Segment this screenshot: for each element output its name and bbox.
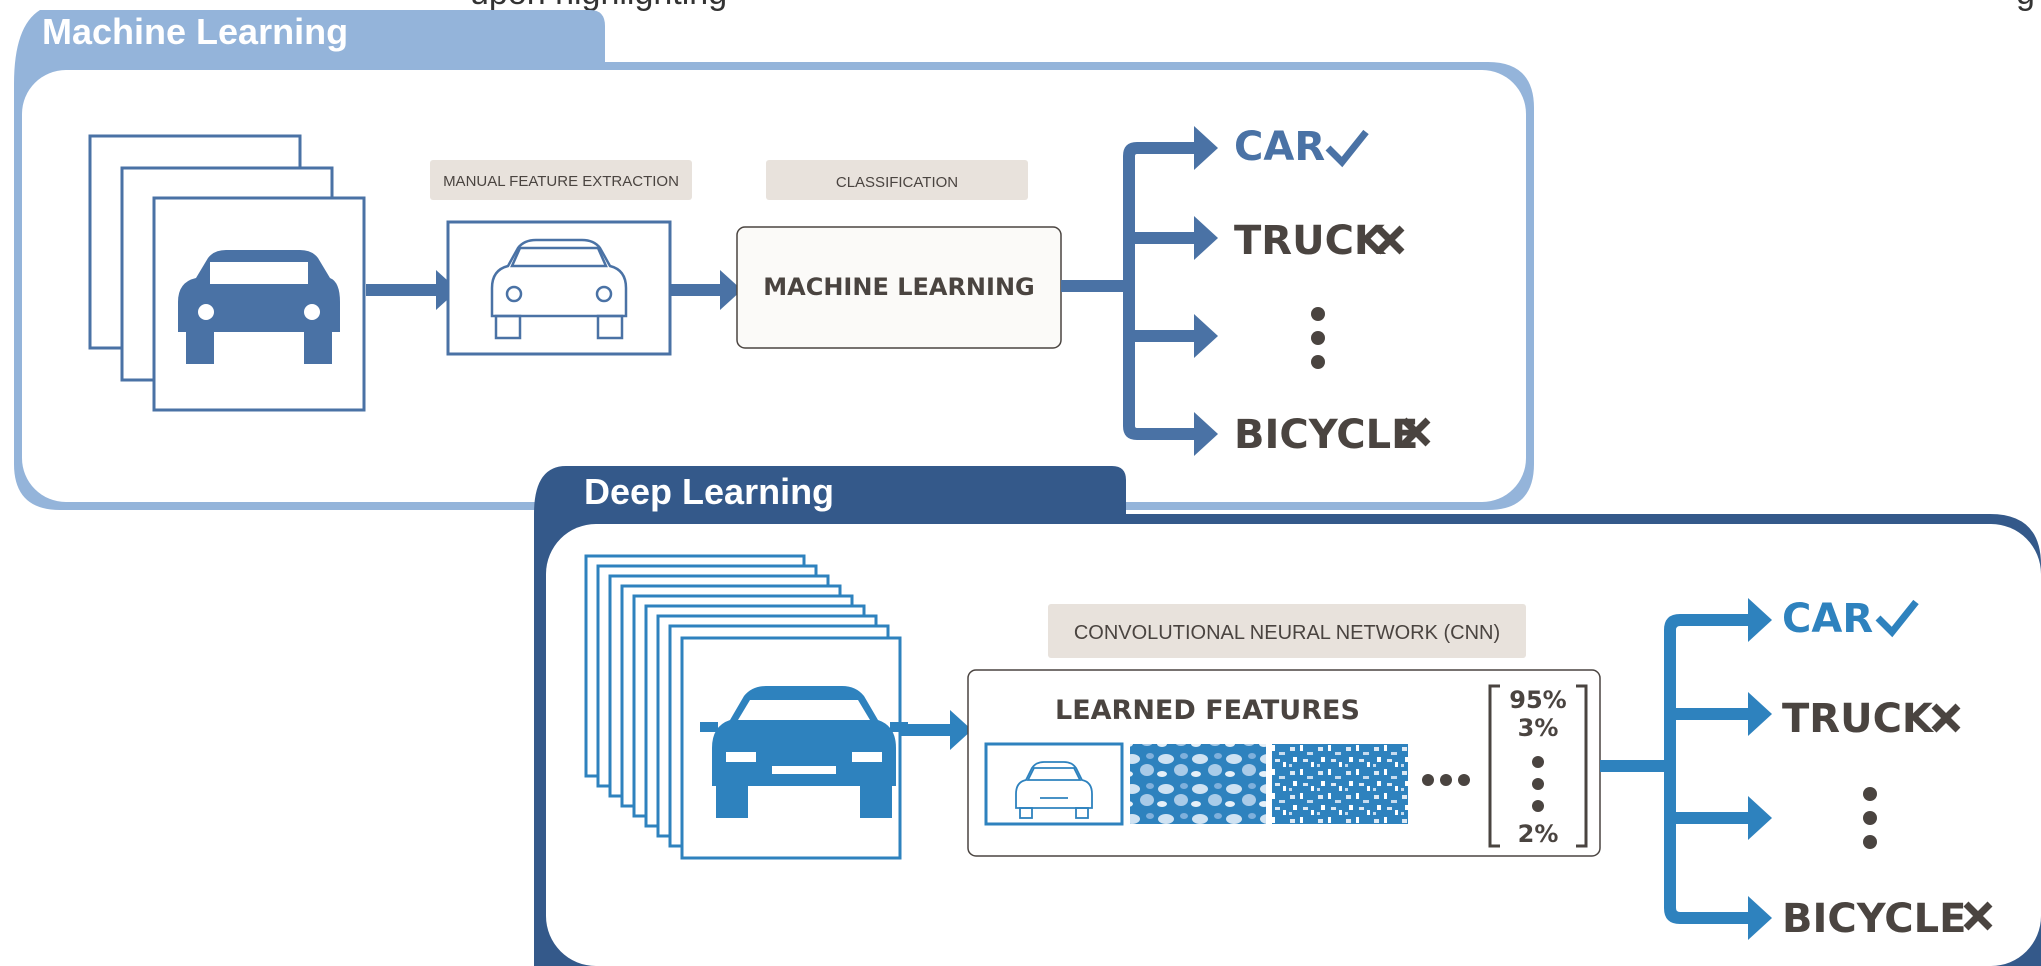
dl-output-arrowhead xyxy=(1748,598,1772,642)
dl-output-truck: TRUCK xyxy=(1782,696,1935,742)
ml-feature-label: MANUAL FEATURE EXTRACTION xyxy=(443,173,679,190)
cross-icon xyxy=(1401,417,1431,447)
right-bracket xyxy=(1576,684,1588,848)
ml-classification-label: CLASSIFICATION xyxy=(836,174,958,191)
dl-output-ellipsis xyxy=(1863,787,1877,849)
ml-output-arrowhead xyxy=(1194,412,1218,456)
dl-probability-ellipsis xyxy=(1532,756,1544,812)
dl-car-solid-icon xyxy=(700,686,908,818)
left-bracket xyxy=(1488,684,1500,848)
ml-feature-label-box xyxy=(430,160,692,200)
dl-cnn-label-box xyxy=(1048,604,1526,658)
ml-feature-box xyxy=(446,220,672,356)
dl-output-branches xyxy=(1600,598,1772,940)
ml-car-solid-icon xyxy=(178,250,340,364)
dl-output-bicycle: BICYCLE xyxy=(1782,896,1966,942)
cross-icon xyxy=(1963,901,1993,931)
ml-car-outline-icon xyxy=(490,238,628,340)
dl-output-arrowhead xyxy=(1748,796,1772,840)
ml-tab-title: Machine Learning xyxy=(42,11,348,52)
dl-probability-vector xyxy=(1488,684,1588,848)
top-caption: upon highlighting xyxy=(470,0,727,13)
dl-arrow-1 xyxy=(900,710,972,750)
cross-icon xyxy=(1375,225,1405,255)
dl-feature-map-blur xyxy=(1130,744,1266,824)
ml-output-arrowhead xyxy=(1194,314,1218,358)
ml-output-ellipsis xyxy=(1311,307,1325,369)
ml-output-car: CAR xyxy=(1234,124,1325,170)
dl-tab-title: Deep Learning xyxy=(584,471,834,512)
dl-feature-car-outline-icon xyxy=(1015,761,1093,819)
ml-output-branches xyxy=(1061,126,1218,456)
ml-output-truck: TRUCK xyxy=(1234,218,1387,264)
dl-output-arrowhead xyxy=(1748,896,1772,940)
ml-model-label: MACHINE LEARNING xyxy=(763,273,1034,301)
check-icon xyxy=(1875,599,1919,638)
ml-output-arrowhead xyxy=(1194,126,1218,170)
dl-feature-map-car xyxy=(984,742,1124,826)
dl-features-ellipsis xyxy=(1422,774,1470,786)
ml-output-arrowhead xyxy=(1194,216,1218,260)
check-icon xyxy=(1325,129,1369,168)
ml-classification-label-box xyxy=(766,160,1028,200)
dl-probability-bicycle: 2% xyxy=(1518,820,1559,848)
dl-output-car: CAR xyxy=(1782,596,1873,642)
top-caption-tail: g xyxy=(2016,0,2035,13)
dl-features-label: LEARNED FEATURES xyxy=(1055,695,1360,726)
cross-icon xyxy=(1931,703,1961,733)
ml-output-bicycle: BICYCLE xyxy=(1234,412,1418,458)
dl-probability-car: 95% xyxy=(1509,686,1566,714)
dl-cnn-label: CONVOLUTIONAL NEURAL NETWORK (CNN) xyxy=(1074,622,1500,644)
dl-feature-map-dots xyxy=(1272,744,1408,824)
ml-arrow-2 xyxy=(670,270,742,310)
dl-output-arrowhead xyxy=(1748,692,1772,736)
dl-probability-truck: 3% xyxy=(1518,714,1559,742)
